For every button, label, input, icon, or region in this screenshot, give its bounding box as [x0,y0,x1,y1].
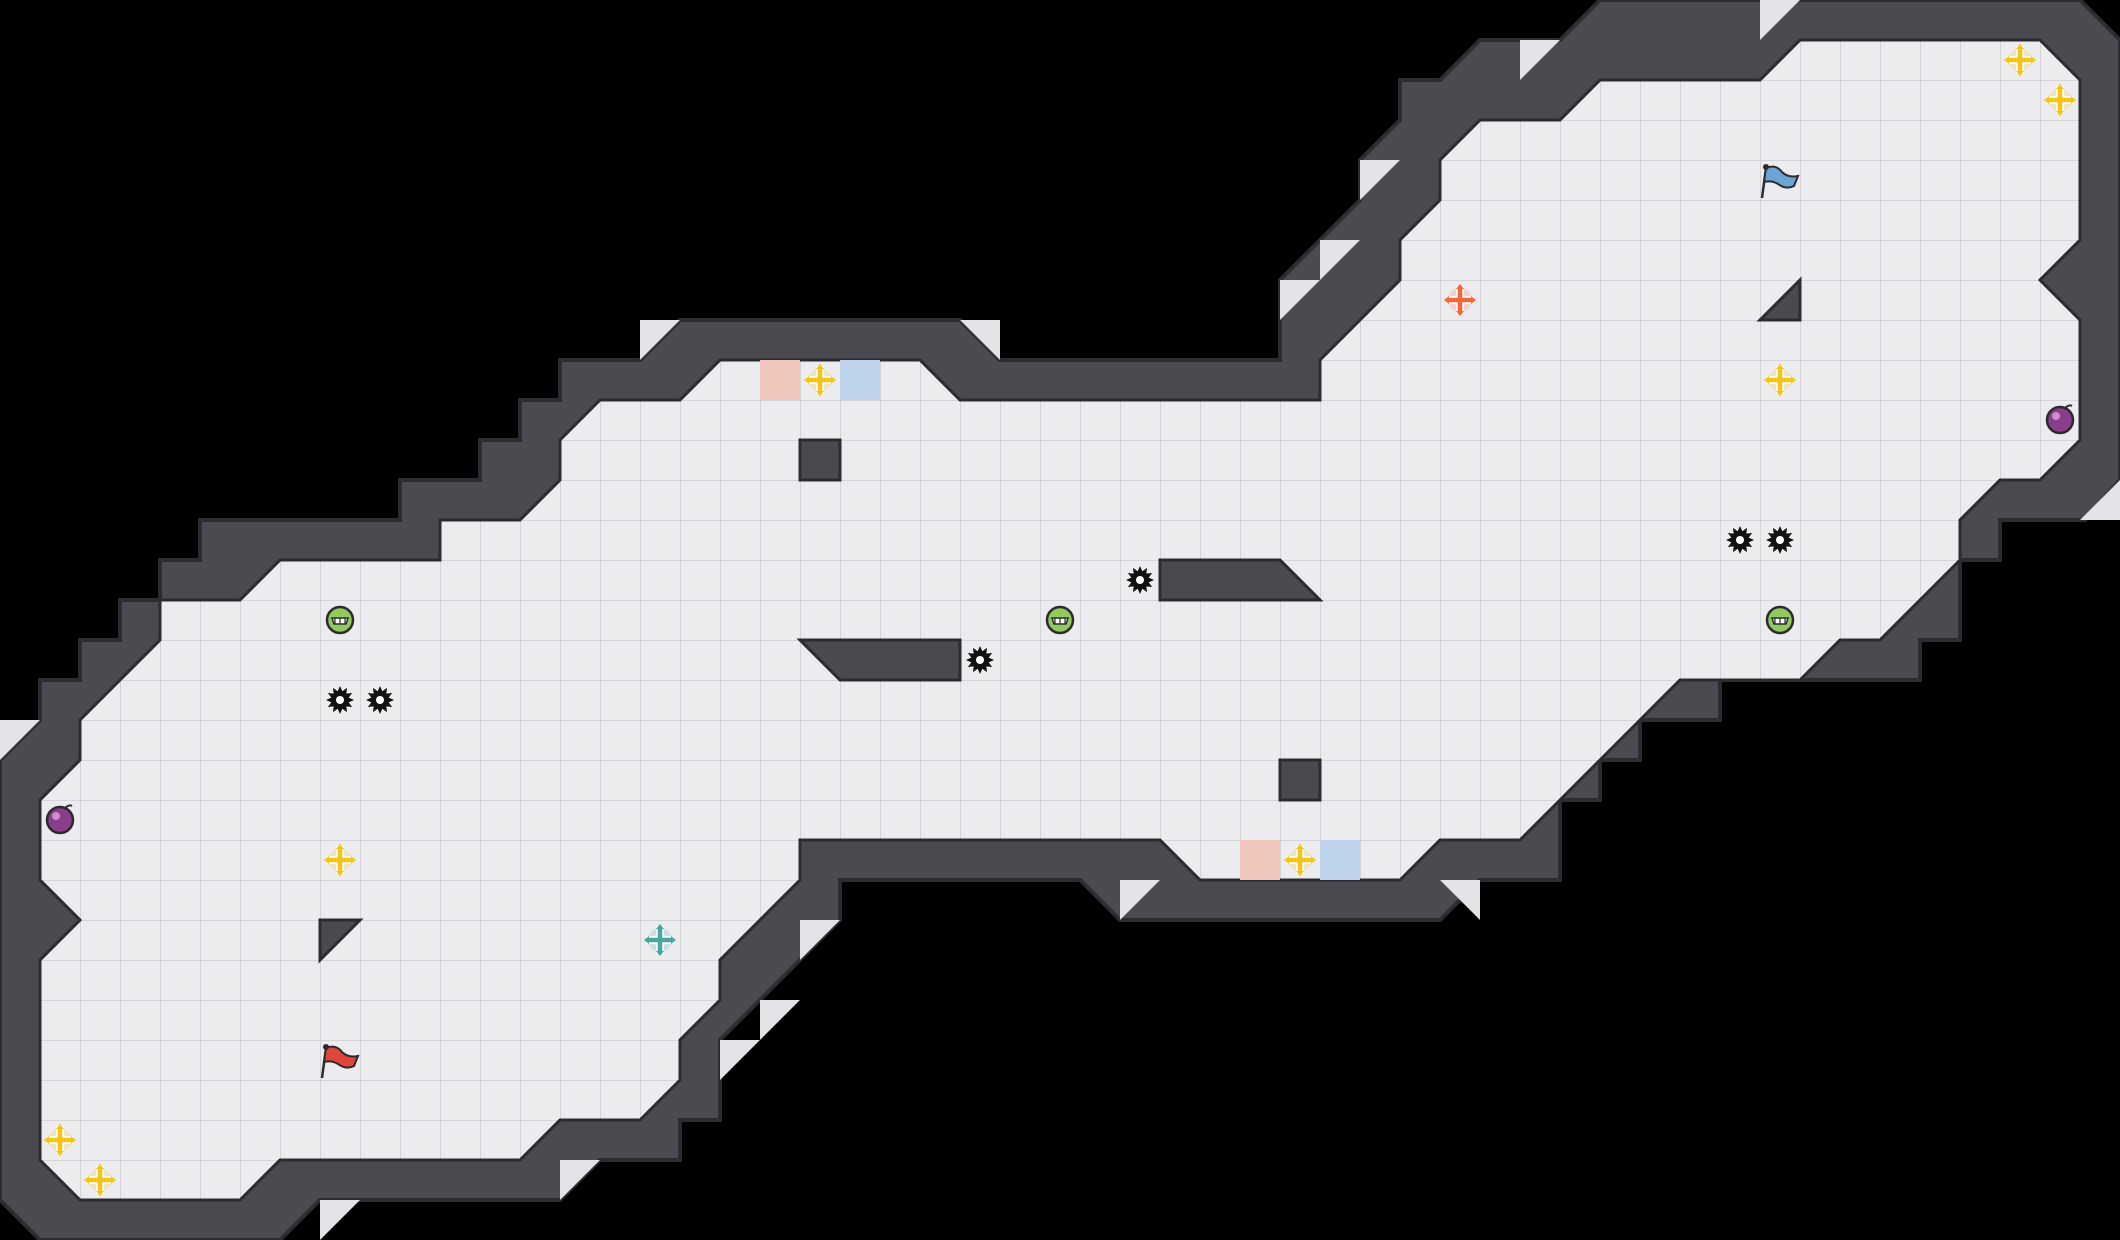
bomb-icon [45,804,75,835]
blue-flag-icon [1760,164,1800,199]
wall-ramp [796,638,962,682]
red-team-boost-icon [1444,284,1476,316]
wall-wedge [318,918,364,964]
blue-spawn-pad [840,360,880,400]
spike-icon [1766,526,1794,554]
powerups [44,44,2076,1196]
yellow-boost-icon [2044,84,2076,116]
gate-switch-icon [325,605,355,635]
yellow-boost-icon [1284,844,1316,876]
blue-spawn-pad [1320,840,1360,880]
yellow-boost-icon [44,1124,76,1156]
yellow-boost-icon [1764,364,1796,396]
wall-wedge [1756,276,1802,322]
spikes [326,526,1794,714]
wall-block [798,438,842,482]
gate-switch-icon [1045,605,1075,635]
yellow-boost-icon [84,1164,116,1196]
gate-switch-icon [1765,605,1795,635]
wall-block [1278,758,1322,802]
spike-icon [966,646,994,674]
spike-icon [1126,566,1154,594]
bombs [45,404,2075,835]
red-spawn-pad [760,360,800,400]
gate-switches [325,605,1795,635]
yellow-boost-icon [324,844,356,876]
spike-icon [326,686,354,714]
bomb-icon [2045,404,2075,435]
yellow-boost-icon [804,364,836,396]
red-spawn-pad [1240,840,1280,880]
blue-team-boost-icon [644,924,676,956]
spike-icon [366,686,394,714]
yellow-boost-icon [2004,44,2036,76]
wall-ramp [1158,558,1324,602]
flags [320,164,1800,1079]
spike-icon [1726,526,1754,554]
red-flag-icon [320,1044,360,1079]
spawn-pads [760,360,1360,880]
interior-walls [318,276,1802,964]
